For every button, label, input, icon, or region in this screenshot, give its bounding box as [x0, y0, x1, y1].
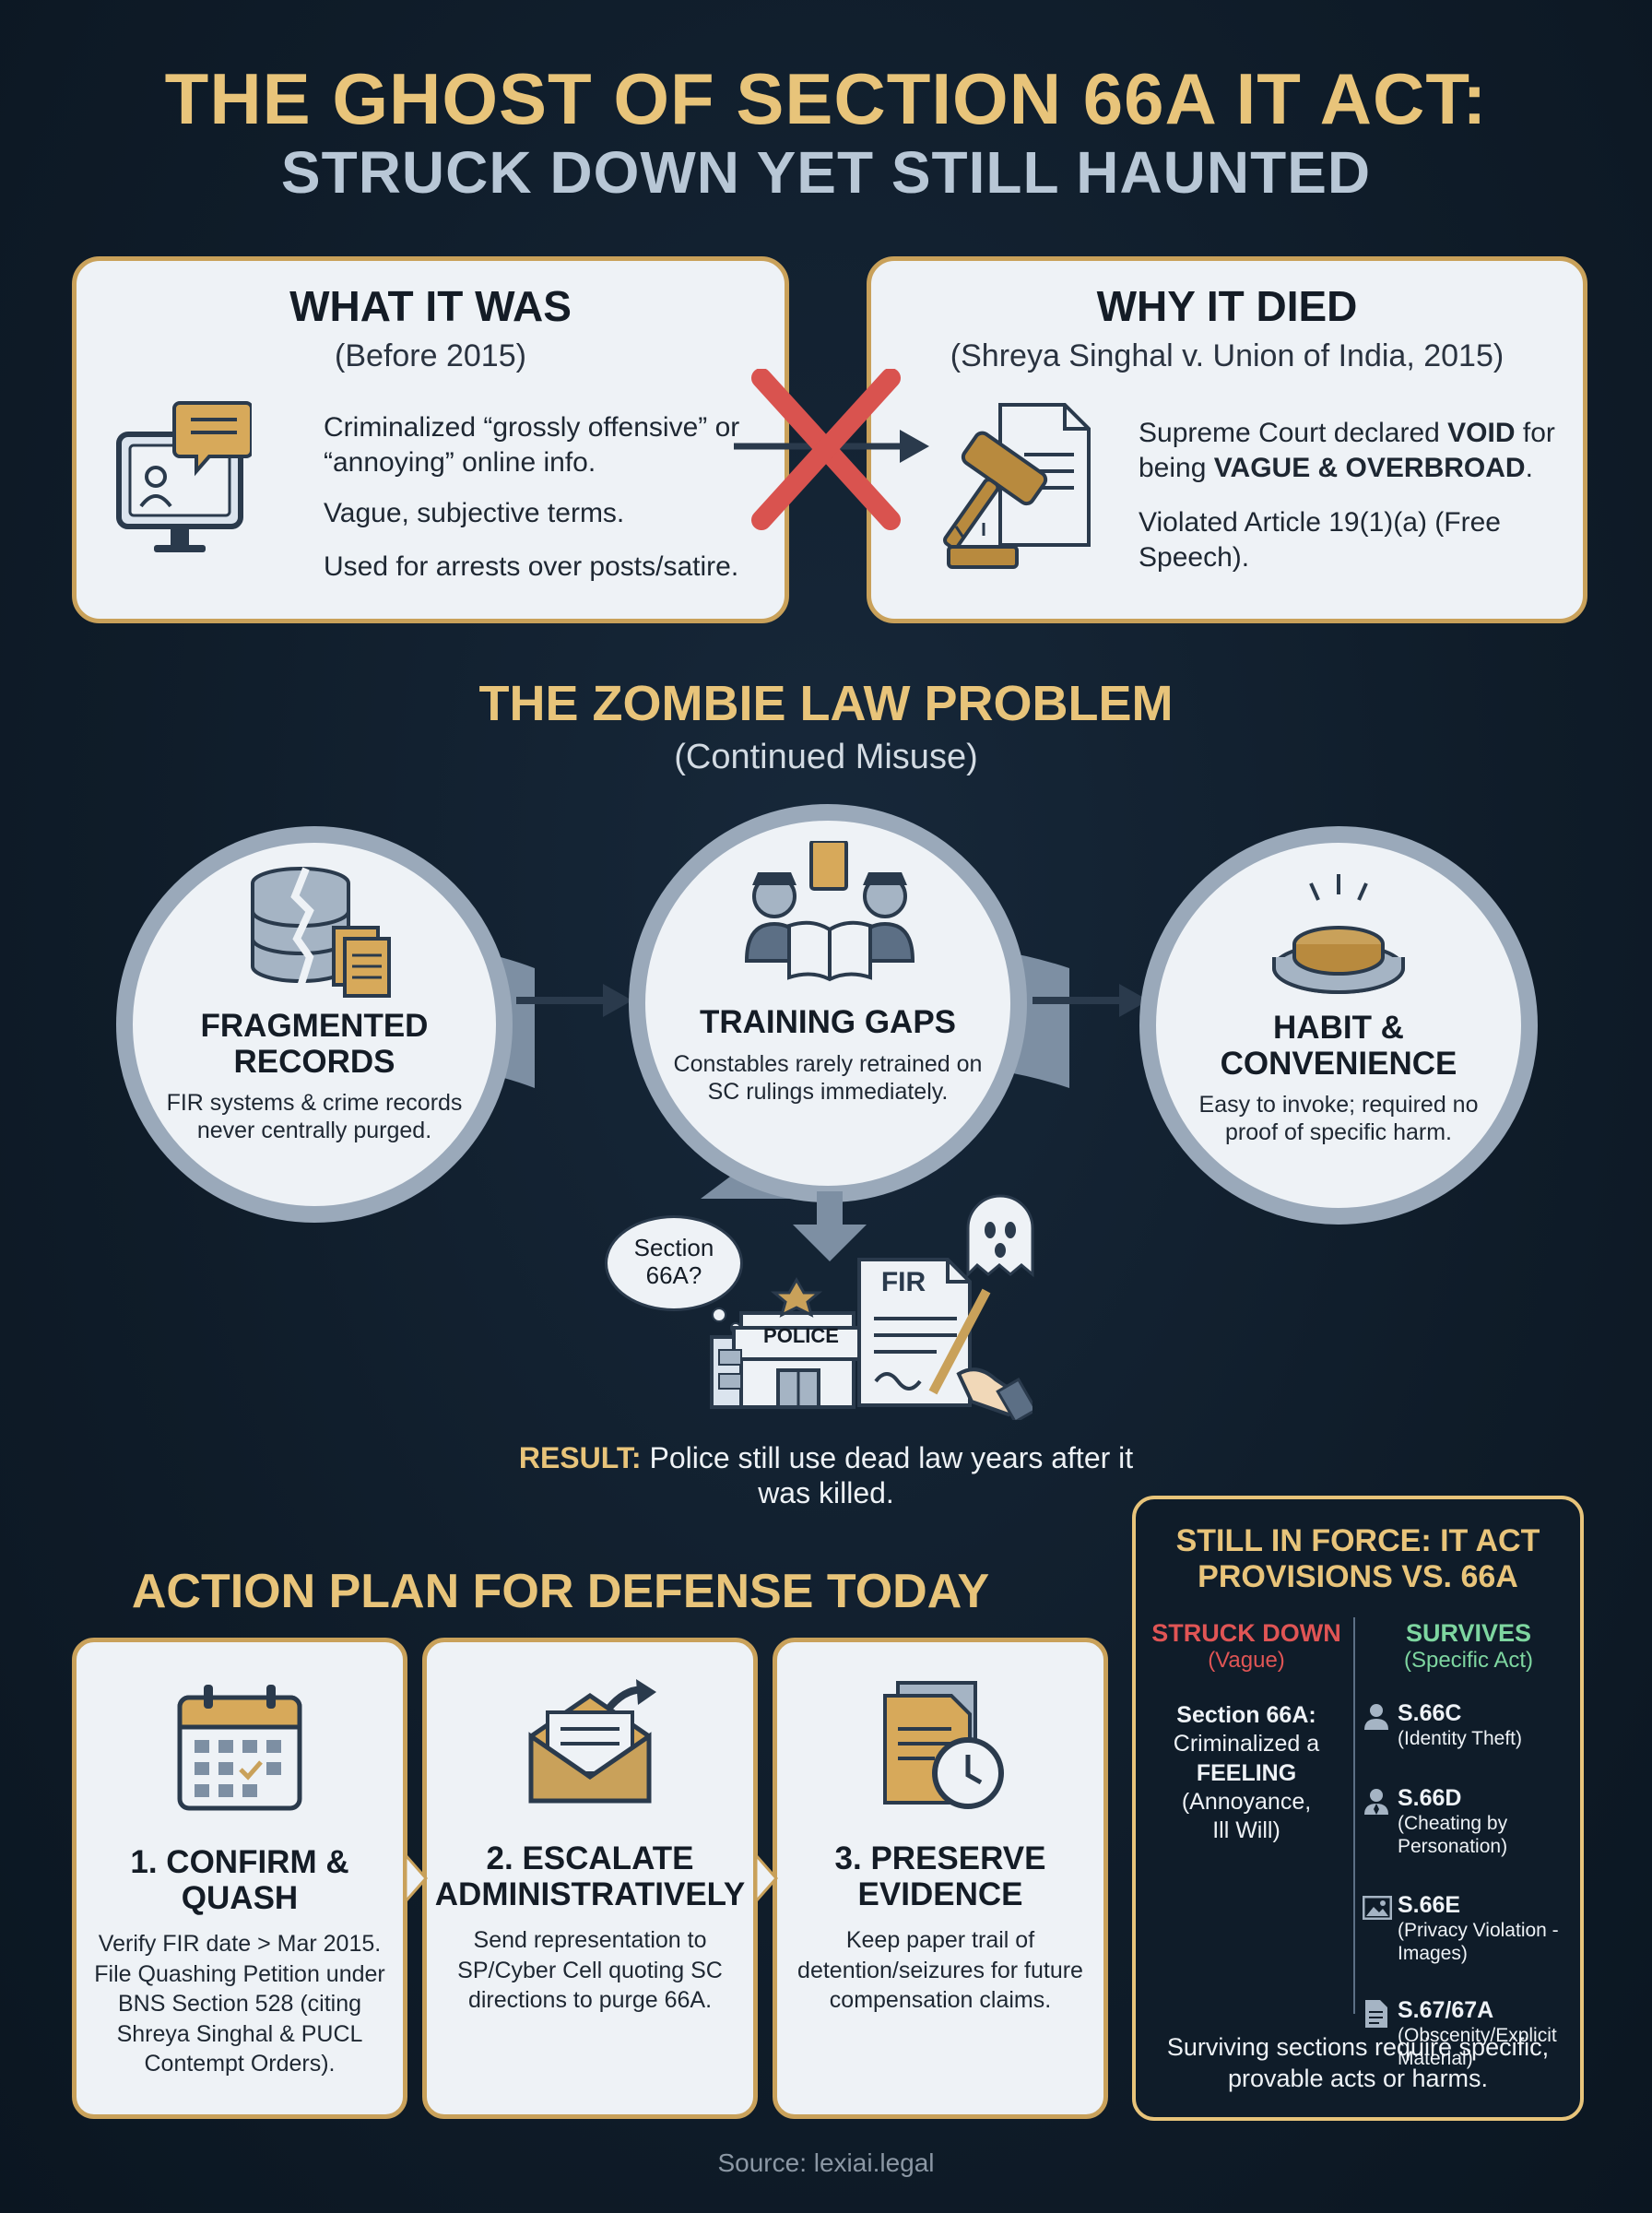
envelope-send-icon — [528, 1679, 656, 1804]
action-step-desc: Keep paper trail of detention/seizures f… — [797, 1927, 1083, 2014]
s66a-text: Criminalized a — [1173, 1731, 1320, 1757]
broken-database-icon — [251, 867, 391, 998]
s66a-feeling: FEELING — [1196, 1759, 1297, 1786]
provision-desc: (Cheating by Personation) — [1398, 1813, 1508, 1858]
zombie-item-title: TRAINING GAPS — [699, 1004, 957, 1040]
provision-item: S.67/67A (Obscenity/Explicit Material) — [1363, 1997, 1580, 2070]
source-credit: Source: lexiai.legal — [717, 2148, 935, 2177]
action-step-desc: Send representation to SP/Cyber Cell quo… — [457, 1927, 723, 2014]
provision-code: S.66D — [1398, 1785, 1462, 1811]
zombie-item-desc: Easy to invoke; required no proof of spe… — [1198, 1092, 1479, 1145]
down-arrow-icon — [793, 1191, 867, 1261]
provision-desc: (Identity Theft) — [1398, 1728, 1523, 1749]
s66a-text-2: (Annoyance, Ill Will) — [1181, 1788, 1312, 1843]
ghost-icon — [966, 1194, 1034, 1278]
zombie-section-sub: (Continued Misuse) — [674, 738, 978, 776]
person-tie-icon — [1364, 1789, 1388, 1815]
thought-bubble: Section 66A? — [605, 1215, 743, 1311]
thought-bubble-text: Section 66A? — [633, 1234, 714, 1289]
what-it-was-point-2: Vague, subjective terms. — [324, 498, 625, 528]
monitor-chat-icon — [116, 401, 252, 552]
action-step-title: 3. PRESERVE EVIDENCE — [834, 1840, 1046, 1913]
why-it-died-card: WHY IT DIED (Shreya Singhal v. Union of … — [867, 256, 1587, 623]
habit-convenience-circle: HABIT & CONVENIENCE Easy to invoke; requ… — [1139, 826, 1538, 1225]
zombie-item-desc: FIR systems & crime records never centra… — [166, 1090, 463, 1143]
provision-code: S.67/67A — [1398, 1997, 1494, 2023]
what-it-was-sub: (Before 2015) — [335, 338, 526, 373]
action-step-card: 3. PRESERVE EVIDENCE Keep paper trail of… — [773, 1638, 1108, 2119]
provision-desc: (Obscenity/Explicit Material) — [1398, 2025, 1557, 2070]
police-station-icon — [710, 1276, 863, 1409]
action-step-card: 1. CONFIRM & QUASH Verify FIR date > Mar… — [72, 1638, 407, 2119]
provision-item: S.66D (Cheating by Personation) — [1363, 1785, 1575, 1858]
calendar-icon — [177, 1685, 302, 1811]
why-it-died-sub: (Shreya Singhal v. Union of India, 2015) — [950, 338, 1504, 373]
step-chevron-icon — [756, 1855, 778, 1901]
still-in-force-title: STILL IN FORCE: IT ACT PROVISIONS VS. 66… — [1175, 1523, 1540, 1595]
provision-code: S.66E — [1398, 1892, 1461, 1918]
action-plan-title: ACTION PLAN FOR DEFENSE TODAY — [131, 1565, 990, 1618]
police-sign: POLICE — [763, 1324, 839, 1347]
fir-label: FIR — [880, 1267, 926, 1297]
column-divider — [1353, 1617, 1355, 2014]
zombie-item-title: HABIT & CONVENIENCE — [1220, 1010, 1457, 1082]
action-step-desc: Verify FIR date > Mar 2015. File Quashin… — [94, 1931, 385, 2077]
struck-arrow-icon — [734, 369, 929, 530]
fir-document-icon — [857, 1258, 1032, 1420]
documents-clock-icon — [883, 1681, 1004, 1809]
fragmented-records-circle: FRAGMENTED RECORDS FIR systems & crime r… — [116, 826, 513, 1223]
what-it-was-point-1: Criminalized “grossly offensive” or “ann… — [324, 412, 740, 478]
page-subtitle: STRUCK DOWN YET STILL HAUNTED — [280, 139, 1372, 206]
zombie-item-desc: Constables rarely retrained on SC ruling… — [673, 1050, 983, 1105]
training-gaps-circle: TRAINING GAPS Constables rarely retraine… — [629, 804, 1027, 1202]
zombie-item-title: FRAGMENTED RECORDS — [200, 1008, 429, 1080]
button-press-icon — [1272, 874, 1405, 994]
why-it-died-heading: WHY IT DIED — [1096, 282, 1358, 330]
action-step-title: 1. CONFIRM & QUASH — [130, 1844, 349, 1917]
page-title: THE GHOST OF SECTION 66A IT ACT: — [164, 58, 1488, 139]
what-it-was-point-3: Used for arrests over posts/satire. — [324, 550, 739, 582]
provision-item: S.66E (Privacy Violation - Images) — [1363, 1892, 1575, 1965]
what-it-was-card: WHAT IT WAS (Before 2015) Criminalized “… — [72, 256, 789, 623]
struck-down-label: STRUCK DOWN — [1151, 1619, 1341, 1647]
still-in-force-panel: STILL IN FORCE: IT ACT PROVISIONS VS. 66… — [1132, 1496, 1584, 2121]
provision-item: S.66C (Identity Theft) — [1363, 1700, 1575, 1750]
why-it-died-point-1: Supreme Court declared VOID for being VA… — [1139, 418, 1555, 483]
action-step-card: 2. ESCALATE ADMINISTRATIVELY Send repres… — [422, 1638, 758, 2119]
document-icon — [1365, 2000, 1387, 2028]
person-icon — [1364, 1704, 1388, 1730]
survives-label: SURVIVES — [1405, 1619, 1532, 1647]
provision-desc: (Privacy Violation - Images) — [1398, 1920, 1559, 1965]
what-it-was-heading: WHAT IT WAS — [289, 282, 572, 330]
action-step-title: 2. ESCALATE ADMINISTRATIVELY — [434, 1840, 746, 1913]
zombie-section-title: THE ZOMBIE LAW PROBLEM — [478, 676, 1174, 731]
why-it-died-point-2: Violated Article 19(1)(a) (Free Speech). — [1139, 507, 1501, 573]
survives-sub: (Specific Act) — [1403, 1648, 1534, 1673]
provision-code: S.66C — [1398, 1700, 1462, 1726]
step-chevron-icon — [406, 1855, 428, 1901]
gavel-icon — [943, 403, 1091, 569]
still-in-force-footer: Surviving sections require specific, pro… — [1166, 2033, 1550, 2092]
s66a-title: Section 66A: — [1176, 1702, 1316, 1728]
image-icon — [1363, 1896, 1392, 1920]
struck-down-sub: (Vague) — [1208, 1648, 1285, 1673]
police-training-icon — [744, 841, 915, 982]
result-text: RESULT: Police still use dead law years … — [518, 1441, 1134, 1510]
